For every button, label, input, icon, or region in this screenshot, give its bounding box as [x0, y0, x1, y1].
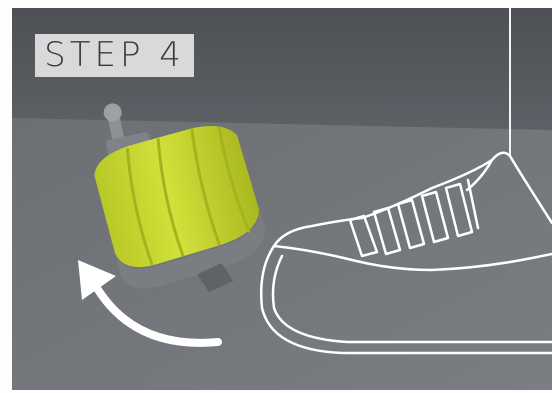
step-label: STEP 4: [35, 34, 194, 77]
floor: [12, 118, 552, 390]
